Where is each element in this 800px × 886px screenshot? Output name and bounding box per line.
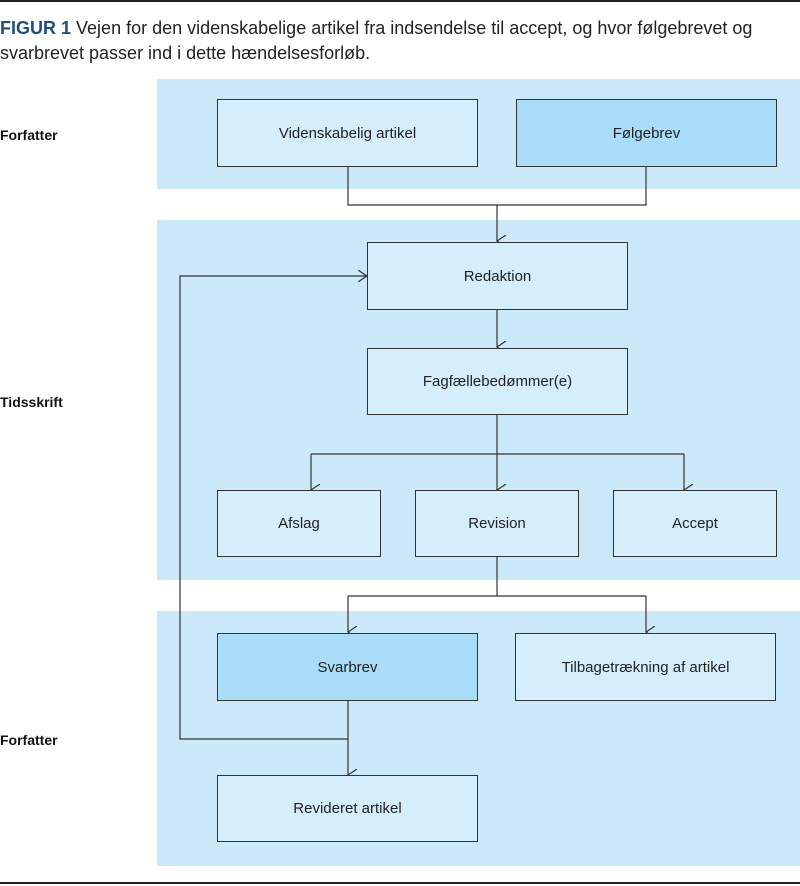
- edge-feedback-loop: [179, 276, 367, 740]
- node-response-letter: Svarbrev: [217, 633, 478, 701]
- figure-caption-text: Vejen for den videnskabelige artikel fra…: [0, 18, 753, 63]
- node-withdrawal: Tilbagetrækning af artikel: [515, 633, 776, 701]
- row-label-author-top: Forfatter: [0, 127, 58, 143]
- figure-label: FIGUR 1: [0, 18, 72, 38]
- node-cover-letter: Følgebrev: [516, 99, 777, 167]
- node-revised-article: Revideret artikel: [217, 775, 478, 842]
- top-rule: [0, 0, 800, 2]
- node-rejection: Afslag: [217, 490, 381, 557]
- figure-caption: FIGUR 1 Vejen for den videnskabelige art…: [0, 16, 790, 66]
- node-editorial: Redaktion: [367, 242, 628, 310]
- edge-article-cover-merge: [347, 167, 647, 206]
- edge-revision-split: [348, 557, 646, 597]
- row-label-journal: Tidsskrift: [0, 394, 63, 410]
- bottom-rule: [0, 882, 800, 884]
- node-accept: Accept: [613, 490, 777, 557]
- node-article: Videnskabelig artikel: [217, 99, 478, 167]
- row-label-author-bottom: Forfatter: [0, 732, 58, 748]
- node-revision: Revision: [415, 490, 579, 557]
- edge-reviewers-split: [311, 415, 684, 455]
- node-reviewers: Fagfællebedømmer(e): [367, 348, 628, 415]
